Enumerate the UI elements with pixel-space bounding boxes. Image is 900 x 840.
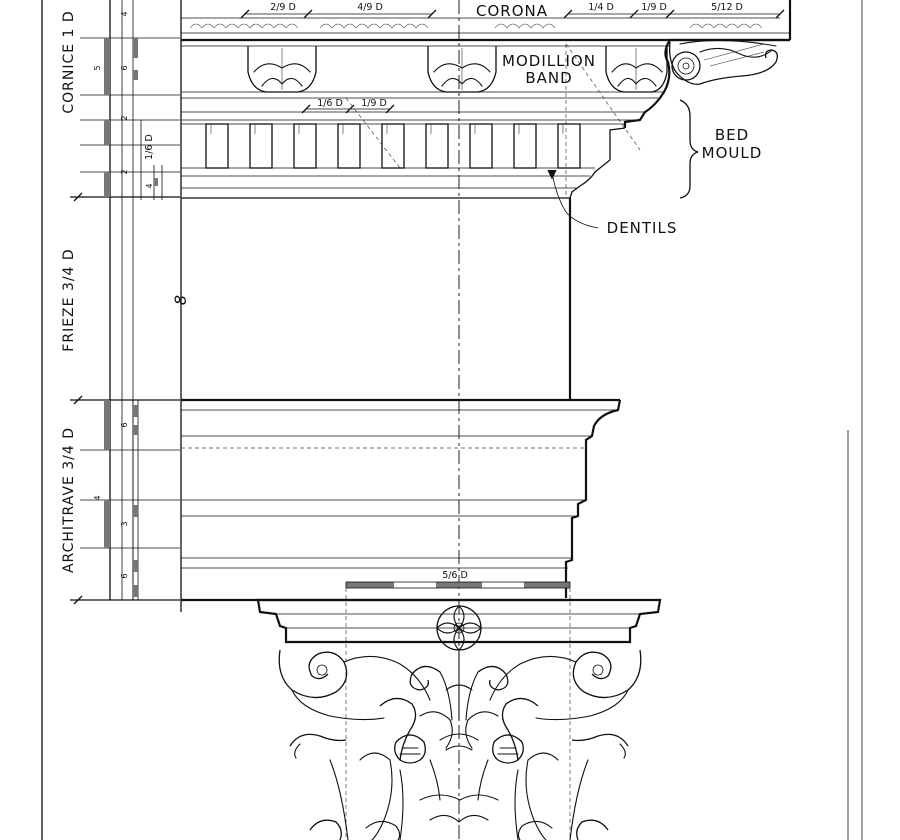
scale-number: 5 bbox=[93, 65, 102, 70]
side-label-cornice: CORNICE 1 D bbox=[61, 10, 77, 113]
modillion bbox=[605, 46, 668, 93]
scale-number: 2 bbox=[120, 169, 129, 174]
modillion-profile-scroll bbox=[668, 39, 778, 85]
dentil-block bbox=[513, 123, 537, 169]
dim-one-quarter: 1/4 D bbox=[588, 2, 614, 13]
side-label-frieze: FRIEZE 3/4 D bbox=[61, 248, 77, 351]
dentil-block bbox=[293, 123, 317, 169]
label-corona: CORONA bbox=[476, 2, 548, 20]
label-modillion-band-line1: MODILLION bbox=[502, 52, 596, 70]
right-volute bbox=[489, 649, 642, 721]
modillion bbox=[427, 46, 497, 93]
upper-acanthus-leaves bbox=[379, 697, 539, 761]
label-bed-mould-line1: BED bbox=[715, 126, 749, 144]
dentils-callout: DENTILS bbox=[547, 169, 678, 237]
dentil-block bbox=[469, 123, 493, 169]
left-volute bbox=[278, 649, 431, 721]
dim-four-ninths: 4/9 D bbox=[357, 2, 383, 13]
scale-number: 6 bbox=[120, 65, 129, 70]
scale-numbers: 4 5 6 2 2 4 6 4 3 6 8 bbox=[93, 11, 190, 578]
dim-one-sixth: 1/6 D bbox=[317, 98, 343, 109]
sheet-border bbox=[41, 0, 863, 840]
side-label-architrave: ARCHITRAVE 3/4 D bbox=[61, 427, 77, 573]
scale-number: 6 bbox=[120, 422, 129, 427]
dim-one-ninth: 1/9 D bbox=[361, 98, 387, 109]
dim-five-twelfths: 5/12 D bbox=[711, 2, 743, 13]
dim-one-sixth-vertical: 1/6 D bbox=[144, 134, 155, 160]
abacus-flower bbox=[436, 605, 482, 651]
top-dimension-strings bbox=[240, 9, 785, 19]
dentil-block bbox=[381, 123, 405, 169]
dentil-block bbox=[557, 123, 581, 169]
architrave: 5/6 D bbox=[181, 398, 622, 602]
inner-helices bbox=[409, 651, 509, 721]
frieze bbox=[181, 197, 572, 400]
dim-two-ninths: 2/9 D bbox=[270, 2, 296, 13]
egg-and-dart-ornament bbox=[189, 23, 763, 29]
side-scale: 4 5 6 2 2 4 6 4 3 6 8 1/6 D bbox=[70, 0, 190, 605]
dentil-block bbox=[337, 123, 361, 169]
five-sixths-dimension bbox=[345, 581, 571, 589]
bed-mould-callout: BED MOULD bbox=[679, 99, 763, 199]
label-bed-mould-line2: MOULD bbox=[702, 144, 763, 162]
dentil-block bbox=[425, 123, 449, 169]
scale-tick-marks bbox=[73, 192, 83, 605]
label-modillion-band-line2: BAND bbox=[525, 69, 572, 87]
dim-one-ninth-top: 1/9 D bbox=[641, 2, 667, 13]
scale-number: 4 bbox=[145, 183, 154, 188]
scale-number: 3 bbox=[120, 521, 129, 526]
scale-number: 4 bbox=[120, 11, 129, 16]
lower-acanthus-leaves bbox=[289, 733, 629, 840]
scale-hatches bbox=[104, 38, 158, 597]
modillions bbox=[247, 46, 668, 93]
bottom-leaf-tips bbox=[309, 814, 609, 840]
scale-number: 2 bbox=[120, 115, 129, 120]
scale-number: 6 bbox=[120, 573, 129, 578]
dentil-blocks bbox=[205, 123, 581, 169]
dentil-block bbox=[205, 123, 229, 169]
dentil-block bbox=[249, 123, 273, 169]
modillion bbox=[247, 46, 317, 93]
scale-divisions bbox=[70, 37, 180, 601]
dim-five-sixths: 5/6 D bbox=[442, 570, 468, 581]
label-dentils: DENTILS bbox=[607, 219, 678, 237]
corinthian-capital bbox=[256, 588, 662, 840]
scale-number: 4 bbox=[93, 495, 102, 500]
